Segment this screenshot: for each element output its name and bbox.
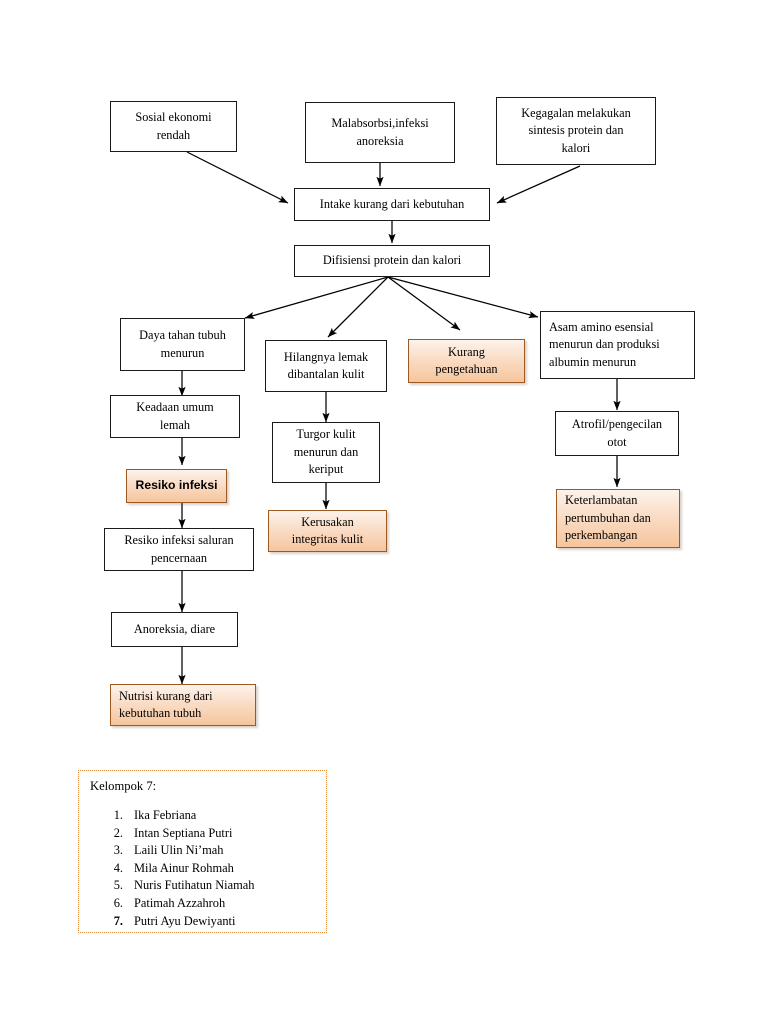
group-title: Kelompok 7:	[90, 779, 157, 793]
node-label: Resiko infeksi	[135, 478, 218, 493]
node-label: Malabsorbsi,infeksi anoreksia	[331, 116, 429, 148]
node-daya-tahan-tubuh[interactable]: Daya tahan tubuh menurun	[120, 318, 245, 371]
node-kurang-pengetahuan[interactable]: Kurang pengetahuan	[408, 339, 525, 383]
node-hilangnya-lemak[interactable]: Hilangnya lemak dibantalan kulit	[265, 340, 387, 392]
node-kerusakan-integritas-kulit[interactable]: Kerusakan integritas kulit	[268, 510, 387, 552]
list-item-name: Putri Ayu Dewiyanti	[134, 913, 236, 928]
list-item: 7. Putri Ayu Dewiyanti	[107, 913, 254, 931]
list-item: 4. Mila Ainur Rohmah	[107, 860, 254, 878]
node-turgor-kulit[interactable]: Turgor kulit menurun dan keriput	[272, 422, 380, 483]
node-sosial-ekonomi[interactable]: Sosial ekonomi rendah	[110, 101, 237, 152]
list-item: 6. Patimah Azzahroh	[107, 895, 254, 913]
node-label: Sosial ekonomi rendah	[135, 110, 212, 142]
list-item: 5. Nuris Futihatun Niamah	[107, 877, 255, 895]
list-item-name: Intan Septiana Putri	[134, 825, 233, 840]
node-label: Difisiensi protein dan kalori	[322, 253, 462, 268]
node-nutrisi-kurang[interactable]: Nutrisi kurang dari kebutuhan tubuh	[110, 684, 256, 726]
node-label: Daya tahan tubuh menurun	[139, 328, 226, 360]
node-label: Asam amino esensial menurun dan produksi…	[549, 319, 660, 369]
node-kegagalan-sintesis[interactable]: Kegagalan melakukan sintesis protein dan…	[496, 97, 656, 165]
list-item-number: 4.	[113, 860, 123, 875]
node-asam-amino[interactable]: Asam amino esensial menurun dan produksi…	[540, 311, 695, 379]
node-label: Resiko infeksi saluran pencernaan	[124, 533, 234, 565]
node-label: Nutrisi kurang dari kebutuhan tubuh	[119, 688, 213, 720]
list-item: 3. Laili Ulin Ni’mah	[107, 842, 254, 860]
node-label: Kurang pengetahuan	[435, 344, 498, 376]
list-item: 2. Intan Septiana Putri	[107, 825, 254, 843]
list-item-name: Laili Ulin Ni’mah	[134, 843, 224, 858]
node-label: Hilangnya lemak dibantalan kulit	[283, 349, 369, 381]
node-label: Keadaan umum lemah	[136, 400, 214, 432]
list-item-number: 2.	[113, 825, 123, 840]
group-members-box: Kelompok 7: 1. Ika Febriana 2. Intan Sep…	[78, 770, 327, 933]
node-label: Keterlambatan pertumbuhan dan perkembang…	[565, 493, 651, 543]
node-atrofil-pengecilan-otot[interactable]: Atrofil/pengecilan otot	[555, 411, 679, 456]
node-label: Turgor kulit menurun dan keriput	[293, 427, 359, 477]
list-item-name: Patimah Azzahroh	[134, 895, 226, 910]
node-label: Atrofil/pengecilan otot	[571, 417, 663, 449]
node-keterlambatan-pertumbuhan[interactable]: Keterlambatan pertumbuhan dan perkembang…	[556, 489, 680, 548]
node-resiko-infeksi-saluran[interactable]: Resiko infeksi saluran pencernaan	[104, 528, 254, 571]
node-label: Kerusakan integritas kulit	[291, 514, 364, 546]
list-item-number: 7.	[113, 913, 123, 928]
list-item-number: 3.	[113, 843, 123, 858]
list-item-number: 6.	[113, 895, 123, 910]
node-intake-kurang[interactable]: Intake kurang dari kebutuhan	[294, 188, 490, 221]
list-item-name: Mila Ainur Rohmah	[134, 860, 234, 875]
node-label: Intake kurang dari kebutuhan	[319, 196, 465, 211]
node-anoreksia-diare[interactable]: Anoreksia, diare	[111, 612, 238, 647]
node-label: Anoreksia, diare	[133, 621, 216, 636]
list-item: 1. Ika Febriana	[107, 807, 254, 825]
node-malabsorbsi[interactable]: Malabsorbsi,infeksi anoreksia	[305, 102, 455, 163]
list-item-number: 5.	[113, 878, 123, 893]
node-label: Kegagalan melakukan sintesis protein dan…	[521, 105, 631, 155]
list-item-number: 1.	[113, 808, 123, 822]
group-member-list: 1. Ika Febriana 2. Intan Septiana Putri …	[107, 807, 255, 931]
node-resiko-infeksi[interactable]: Resiko infeksi	[126, 469, 227, 503]
node-difisiensi[interactable]: Difisiensi protein dan kalori	[294, 245, 490, 277]
list-item-name: Ika Febriana	[134, 808, 197, 822]
list-item-name: Nuris Futihatun Niamah	[134, 878, 255, 893]
node-keadaan-umum-lemah[interactable]: Keadaan umum lemah	[110, 395, 240, 438]
